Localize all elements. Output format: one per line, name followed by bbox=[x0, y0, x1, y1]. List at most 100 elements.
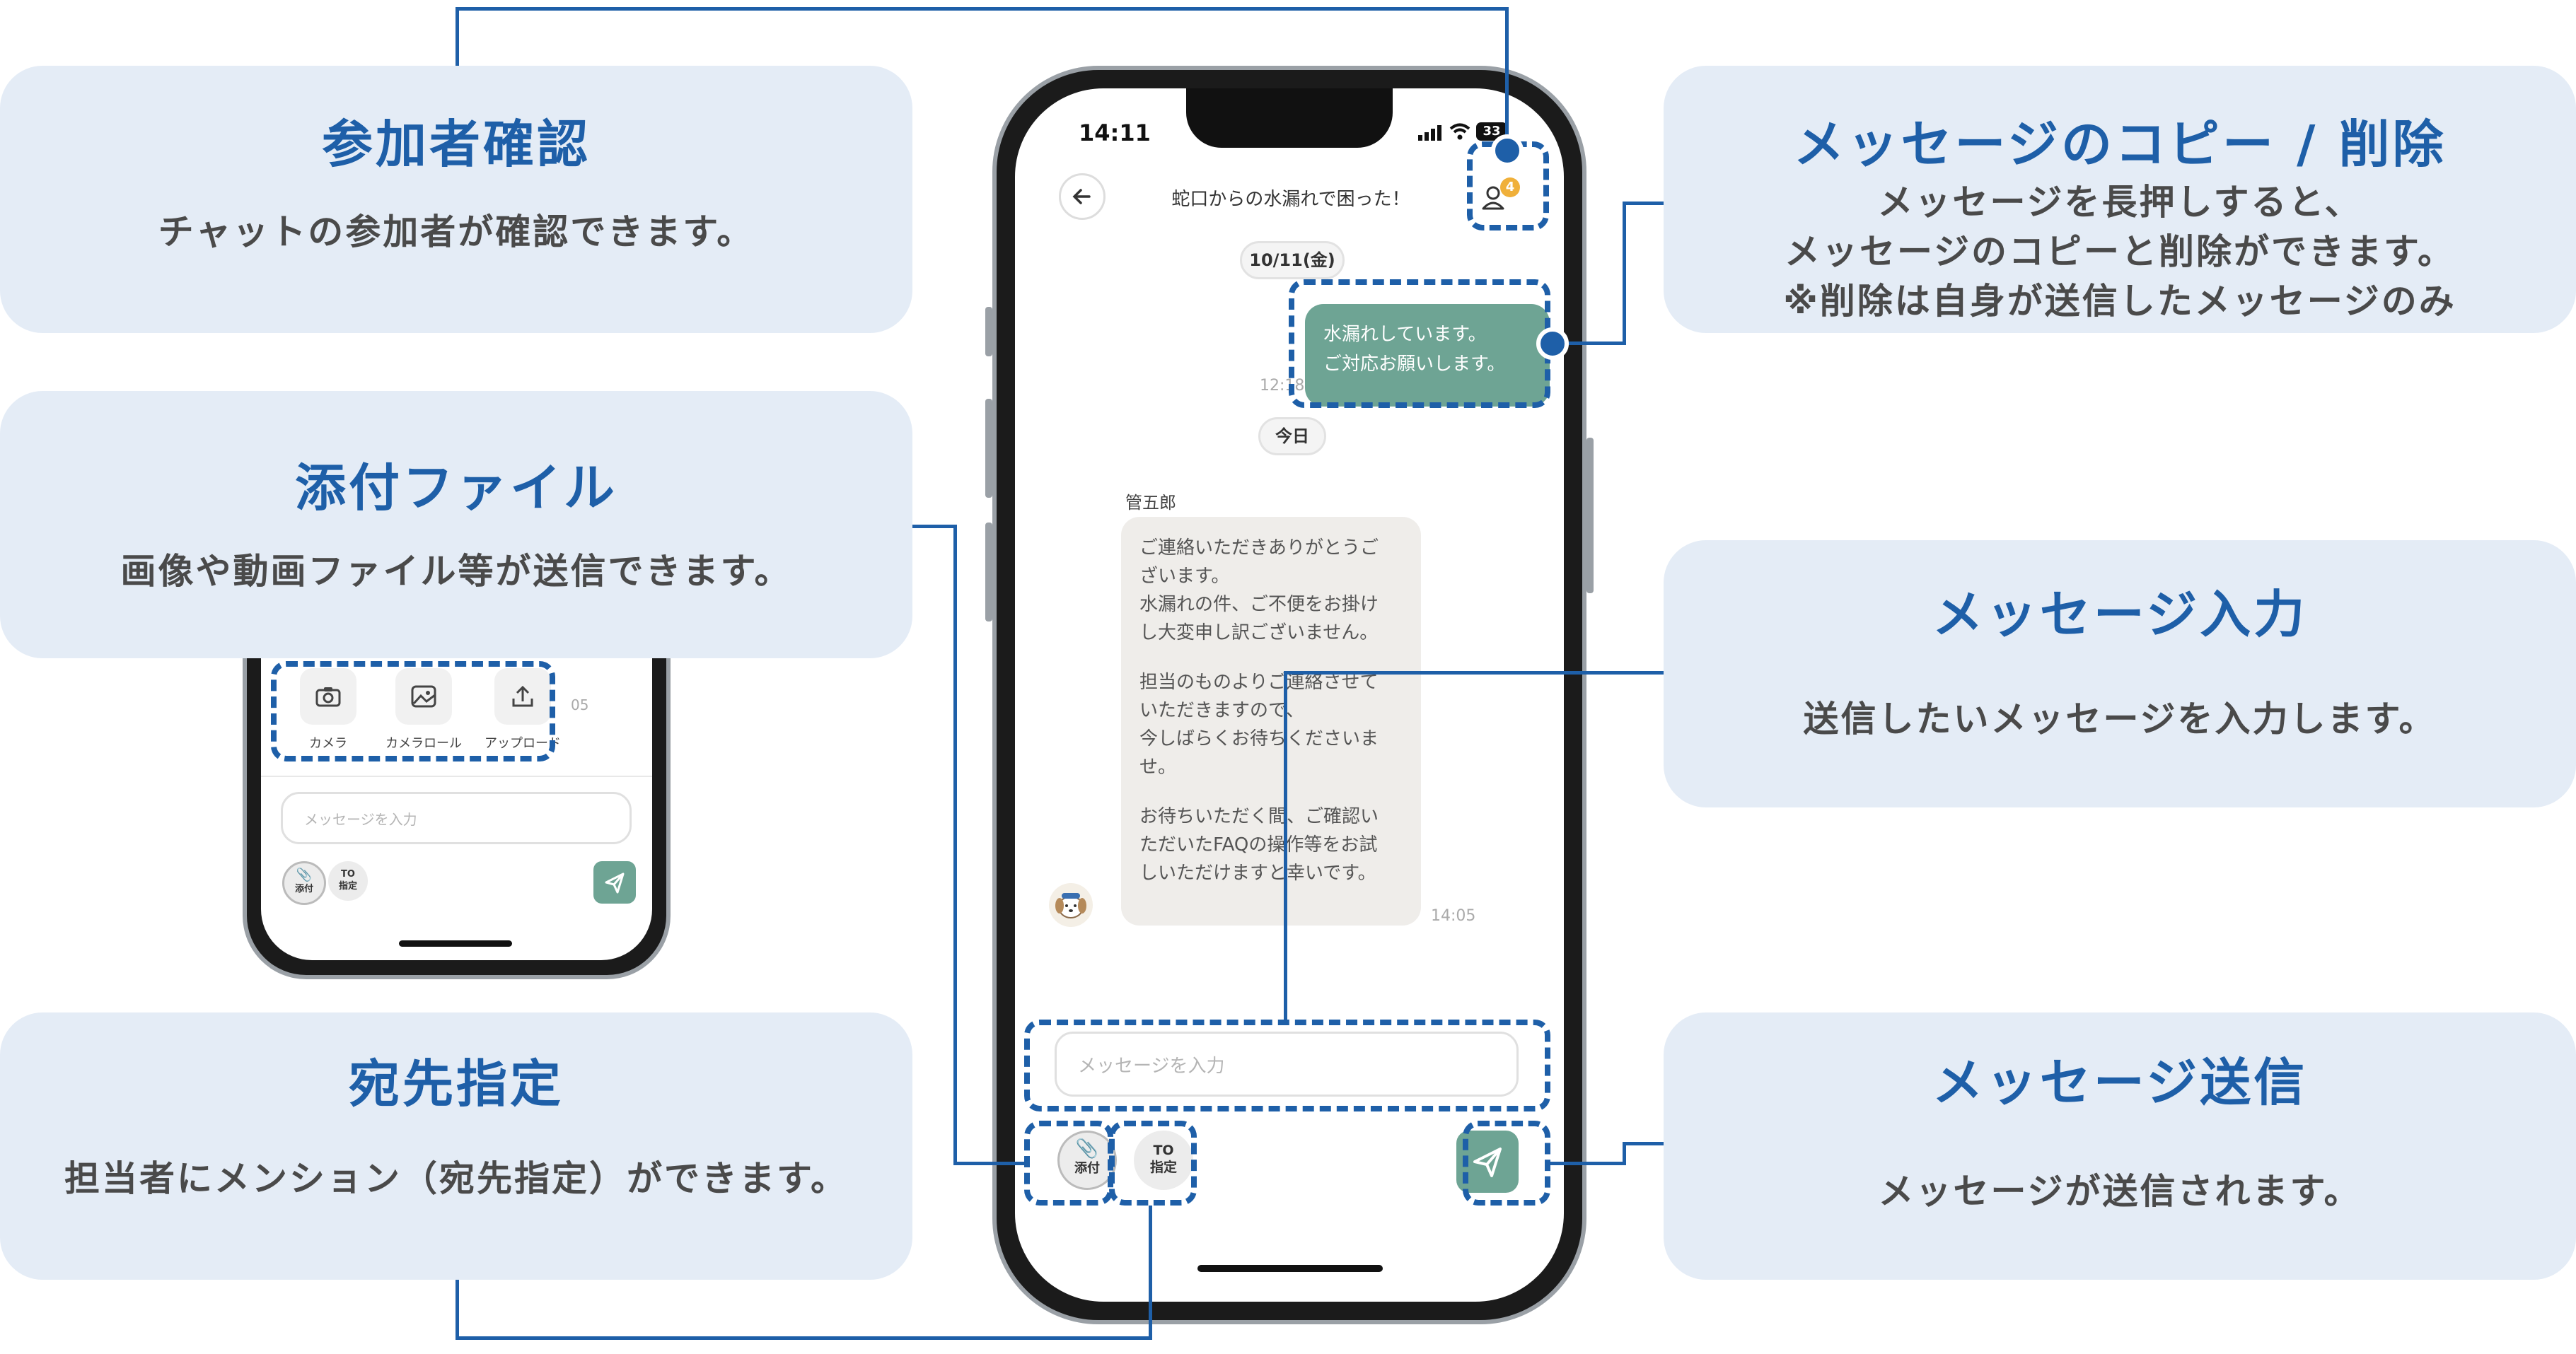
camera-roll-label: カメラロール bbox=[385, 736, 462, 751]
to-mention-button[interactable]: TO 指定 bbox=[1134, 1131, 1193, 1190]
card-message-input-title: メッセージ入力 bbox=[1932, 585, 2308, 644]
card-copy-delete-desc-line: メッセージを長押しすると、 bbox=[1877, 182, 2362, 223]
send-button-highlight bbox=[1463, 1121, 1550, 1206]
to-button-highlight bbox=[1109, 1121, 1197, 1206]
mini-send-button[interactable] bbox=[593, 861, 636, 904]
card-copy-delete-desc-line: メッセージのコピーと削除ができます。 bbox=[1785, 231, 2455, 272]
card-recipient: 宛先指定 担当者にメンション（宛先指定）ができます。 bbox=[0, 1012, 912, 1280]
person-icon bbox=[1482, 186, 1504, 210]
mini-to-label-bottom: 指定 bbox=[338, 881, 357, 892]
participants-button[interactable]: 4 bbox=[1473, 175, 1520, 220]
received-message-line: し大変申し訳ございません。 bbox=[1139, 622, 1379, 643]
connector-copy-h1 bbox=[1550, 342, 1625, 345]
connector-copy-v bbox=[1623, 202, 1626, 345]
mini-divider bbox=[261, 776, 652, 777]
connector-copy-dot bbox=[1536, 327, 1569, 360]
received-message-line: ご連絡いただきありがとうご bbox=[1139, 537, 1379, 559]
card-recipient-desc-line: 担当者にメンション（宛先指定）ができます。 bbox=[64, 1158, 848, 1199]
sent-message-bubble[interactable]: 水漏れしています。 ご対応お願いします。 bbox=[1305, 304, 1550, 407]
mini-to-label-top: TO bbox=[341, 869, 355, 880]
connector-attach-h2 bbox=[953, 1162, 1024, 1165]
arrow-left-icon bbox=[1072, 189, 1091, 204]
attach-button[interactable]: 📎 添付 bbox=[1057, 1131, 1117, 1190]
card-recipient-title: 宛先指定 bbox=[348, 1054, 564, 1114]
mini-attach-options-highlight bbox=[271, 661, 555, 761]
mini-home-indicator bbox=[399, 940, 512, 947]
connector-input-h bbox=[1284, 671, 1664, 675]
paperclip-icon: 📎 bbox=[1075, 1138, 1099, 1160]
received-message-line: しいただけますと幸いです。 bbox=[1139, 863, 1376, 884]
connector-send-h1 bbox=[1550, 1162, 1625, 1165]
sender-name: 管五郎 bbox=[1125, 493, 1176, 513]
received-message-blank bbox=[1139, 647, 1403, 668]
message-input[interactable]: メッセージを入力 bbox=[1055, 1032, 1519, 1097]
connector-participants-h bbox=[456, 7, 1509, 11]
date-separator-today: 今日 bbox=[1258, 417, 1326, 455]
mini-camera-roll-option[interactable]: カメラロール bbox=[374, 668, 473, 752]
card-send-desc-line: メッセージが送信されます。 bbox=[1878, 1171, 2362, 1212]
card-participants-desc-line: チャットの参加者が確認できます。 bbox=[158, 211, 755, 252]
status-time: 14:11 bbox=[1079, 119, 1151, 146]
card-copy-delete-desc: メッセージを長押しすると、 メッセージのコピーと削除ができます。 ※削除は自身が… bbox=[1664, 177, 2576, 326]
send-icon bbox=[1473, 1148, 1502, 1177]
camera-icon bbox=[300, 668, 356, 725]
sent-message-line: 水漏れしています。 bbox=[1323, 324, 1487, 345]
connector-attach-v bbox=[953, 525, 957, 1165]
dog-mascot-icon bbox=[1055, 893, 1086, 918]
message-input-placeholder: メッセージを入力 bbox=[1078, 1055, 1225, 1077]
card-attachment-desc: 画像や動画ファイル等が送信できます。 bbox=[0, 547, 912, 596]
received-message-line: いただきますので、 bbox=[1139, 700, 1304, 721]
chat-title: 蛇口からの水漏れで困った！ bbox=[1171, 189, 1410, 210]
received-message-line: 担当のものよりご連絡させて bbox=[1139, 672, 1379, 693]
connector-input-v bbox=[1284, 671, 1287, 1020]
attach-label: 添付 bbox=[1074, 1161, 1100, 1176]
received-message-bubble[interactable]: ご連絡いただきありがとうご ざいます。 水漏れの件、ご不便をお掛け し大変申し訳… bbox=[1121, 517, 1421, 926]
card-send-title: メッセージ送信 bbox=[1932, 1053, 2308, 1112]
received-message-time: 14:05 bbox=[1431, 907, 1476, 925]
phone-screen: 14:11 33 蛇口からの水漏れで困った！ 4 10/11(金) 水漏れしてい… bbox=[1015, 88, 1564, 1302]
card-attachment: 添付ファイル 画像や動画ファイル等が送信できます。 bbox=[0, 391, 912, 658]
mini-camera-option[interactable]: カメラ bbox=[289, 668, 367, 752]
phone-side-button-4 bbox=[1586, 438, 1594, 593]
card-attachment-desc-line: 画像や動画ファイル等が送信できます。 bbox=[120, 551, 792, 592]
card-send-desc: メッセージが送信されます。 bbox=[1664, 1167, 2576, 1216]
card-participants: 参加者確認 チャットの参加者が確認できます。 bbox=[0, 66, 912, 333]
card-copy-delete-desc-line: ※削除は自身が送信したメッセージのみ bbox=[1783, 281, 2456, 322]
connector-copy-h2 bbox=[1623, 202, 1664, 205]
card-copy-delete: メッセージのコピー / 削除 メッセージを長押しすると、 メッセージのコピーと削… bbox=[1664, 66, 2576, 333]
received-message-blank bbox=[1139, 781, 1403, 803]
signal-icon bbox=[1418, 125, 1442, 144]
message-input-highlight bbox=[1024, 1020, 1550, 1111]
send-icon bbox=[605, 872, 625, 894]
received-message-line: せ。 bbox=[1139, 757, 1177, 778]
upload-icon bbox=[494, 668, 551, 725]
received-message-line: ただいたFAQの操作等をお試 bbox=[1139, 834, 1378, 856]
card-copy-delete-title: メッセージのコピー / 削除 bbox=[1793, 115, 2447, 174]
to-label-bottom: 指定 bbox=[1149, 1160, 1177, 1175]
to-label-top: TO bbox=[1153, 1143, 1174, 1158]
mini-partial-time: 05 bbox=[571, 696, 589, 713]
card-participants-desc: チャットの参加者が確認できます。 bbox=[0, 207, 912, 257]
received-message-line: ざいます。 bbox=[1139, 566, 1230, 587]
phone-frame: 14:11 33 蛇口からの水漏れで困った！ 4 10/11(金) 水漏れしてい… bbox=[985, 66, 1594, 1324]
connector-to-v1 bbox=[456, 1280, 459, 1340]
mini-attach-label: 添付 bbox=[294, 884, 313, 894]
battery-level: 33 bbox=[1483, 124, 1501, 139]
connector-send-h2 bbox=[1623, 1142, 1664, 1145]
mini-message-input[interactable]: メッセージを入力 bbox=[281, 792, 632, 844]
connector-participants-dot bbox=[1491, 134, 1524, 167]
mini-to-button[interactable]: TO 指定 bbox=[328, 861, 368, 901]
card-message-input: メッセージ入力 送信したいメッセージを入力します。 bbox=[1664, 540, 2576, 807]
connector-participants-v1 bbox=[456, 7, 459, 66]
card-send: メッセージ送信 メッセージが送信されます。 bbox=[1664, 1012, 2576, 1280]
card-recipient-desc: 担当者にメンション（宛先指定）ができます。 bbox=[0, 1154, 912, 1203]
mini-attach-button[interactable]: 📎 添付 bbox=[282, 861, 326, 905]
received-message-line: お待ちいただく間、ご確認い bbox=[1139, 806, 1379, 827]
card-attachment-title: 添付ファイル bbox=[294, 458, 617, 518]
phone-side-button-1 bbox=[985, 307, 992, 356]
back-button[interactable] bbox=[1059, 173, 1106, 220]
paperclip-icon: 📎 bbox=[296, 868, 313, 882]
sender-avatar bbox=[1049, 883, 1093, 927]
attach-button-highlight bbox=[1024, 1121, 1113, 1206]
connector-participants-v2 bbox=[1505, 7, 1509, 148]
